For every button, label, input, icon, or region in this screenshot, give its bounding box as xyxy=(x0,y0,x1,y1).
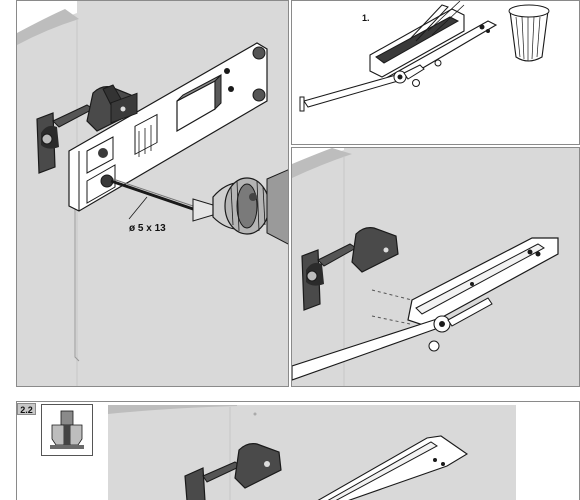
drill-icon xyxy=(110,169,288,245)
fit-arm-panel xyxy=(291,147,580,387)
door-closer-arm-icon xyxy=(299,59,442,112)
door-closer-arm-icon xyxy=(292,297,493,381)
step-2-2-panel xyxy=(16,401,580,500)
step-number-badge: 2.2 xyxy=(17,403,36,415)
template-icon xyxy=(68,42,268,212)
step-one-label: 1. xyxy=(362,13,370,23)
hinge-icon xyxy=(184,443,282,500)
fit-arm-illustration xyxy=(292,148,579,386)
step-2-2-illustration xyxy=(108,405,516,500)
hinge-icon xyxy=(36,84,138,174)
drilling-panel: ø 5 x 13 xyxy=(16,0,289,387)
drilling-illustration xyxy=(17,1,288,386)
drill-dimension-label: ø 5 x 13 xyxy=(129,223,166,234)
connect-arm-panel: 1. xyxy=(291,0,580,145)
connect-arm-illustration xyxy=(299,1,550,112)
waste-bin-icon xyxy=(508,4,550,62)
hinge-icon xyxy=(301,227,399,311)
hinge-type-icon xyxy=(41,404,93,456)
hinge-icon xyxy=(50,410,84,449)
